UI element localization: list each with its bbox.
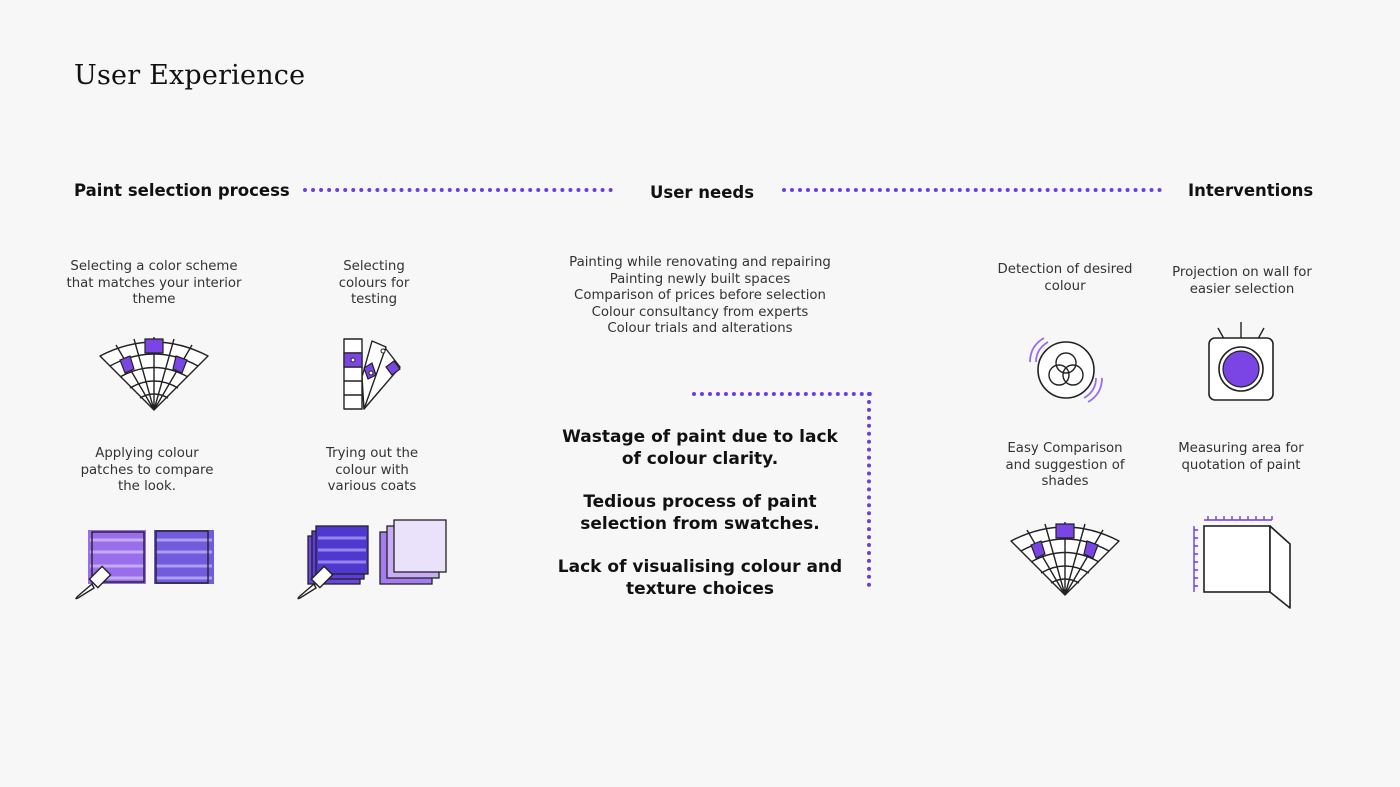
step-caption-select-testing: Selecting colours for testing bbox=[338, 259, 410, 307]
layered-coats-icon bbox=[297, 519, 447, 600]
measure-area-icon bbox=[1193, 516, 1291, 609]
heading-paint-selection: Paint selection process bbox=[74, 181, 290, 200]
list-item: Painting while renovating and repairing bbox=[569, 255, 831, 270]
heading-interventions: Interventions bbox=[1188, 181, 1314, 200]
paint-patches-icon bbox=[75, 530, 214, 600]
list-item: Colour trials and alterations bbox=[607, 321, 793, 336]
list-item: Comparison of prices before selection bbox=[574, 288, 826, 303]
colour-detection-icon bbox=[1029, 337, 1103, 403]
problem-visualising: Lack of visualising colour and texture c… bbox=[557, 557, 843, 599]
intervention-caption-projection: Projection on wall for easier selection bbox=[1172, 265, 1312, 297]
user-needs-list: Painting while renovating and repairing … bbox=[540, 255, 860, 338]
heading-user-needs: User needs bbox=[650, 183, 755, 202]
connector-dots-horizontal bbox=[692, 392, 872, 396]
connector-dots-right bbox=[782, 188, 1162, 192]
problem-tedious: Tedious process of paint selection from … bbox=[580, 492, 820, 534]
swatch-fan-icon bbox=[1010, 522, 1120, 596]
step-caption-various-coats: Trying out the colour with various coats bbox=[325, 446, 419, 494]
problem-wastage: Wastage of paint due to lack of colour c… bbox=[562, 427, 838, 469]
list-item: Colour consultancy from experts bbox=[591, 304, 809, 320]
list-item: Painting newly built spaces bbox=[609, 271, 791, 287]
intervention-caption-comparison: Easy Comparison and suggestion of shades bbox=[1005, 441, 1125, 489]
projector-icon bbox=[1208, 322, 1274, 401]
swatch-strip-icon bbox=[343, 338, 401, 410]
page-title: User Experience bbox=[74, 60, 306, 91]
connector-dots-vertical bbox=[867, 392, 871, 587]
connector-dots-left bbox=[303, 188, 613, 192]
step-caption-color-scheme: Selecting a color scheme that matches yo… bbox=[66, 259, 242, 307]
step-caption-apply-patches: Applying colour patches to compare the l… bbox=[80, 446, 214, 494]
intervention-caption-detection: Detection of desired colour bbox=[997, 262, 1133, 294]
swatch-fan-icon bbox=[99, 337, 209, 411]
intervention-caption-measuring: Measuring area for quotation of paint bbox=[1178, 441, 1304, 473]
